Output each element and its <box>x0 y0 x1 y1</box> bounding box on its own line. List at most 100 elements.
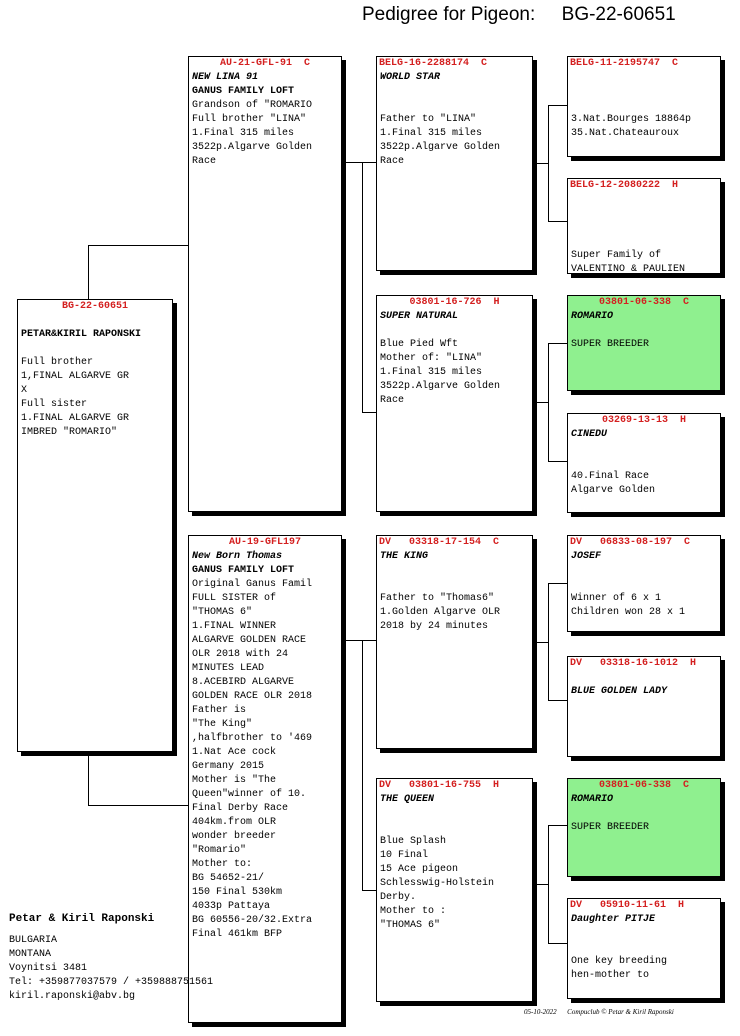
info-line: 1.FINAL WINNER <box>192 621 277 632</box>
connector <box>362 162 363 412</box>
pigeon-card-mm[interactable]: DV 03801-16-755 H THE QUEEN Blue Splash … <box>376 778 533 1002</box>
pigeon-name: ROMARIO <box>571 794 614 805</box>
ring-number: DV 05910-11-61 H <box>570 900 685 911</box>
info-line: Grandson of "ROMARIO <box>192 100 313 111</box>
info-line: 4033p Pattaya <box>192 901 271 912</box>
connector <box>533 642 548 643</box>
pigeon-name: New Born Thomas <box>192 551 283 562</box>
ring-number: DV 06833-08-197 C <box>570 537 691 548</box>
pigeon-card-fmm[interactable]: 03269-13-13 H CINEDU 40.Final Race Algar… <box>567 413 721 513</box>
pigeon-card-father[interactable]: AU-21-GFL-91 C NEW LINA 91 GANUS FAMILY … <box>188 56 342 512</box>
pigeon-card-mfm[interactable]: DV 03318-16-1012 H BLUE GOLDEN LADY <box>567 656 721 757</box>
info-line: Father to "LINA" <box>380 114 477 125</box>
info-line: FULL SISTER of <box>192 593 277 604</box>
info-line: MINUTES LEAD <box>192 663 265 674</box>
connector <box>533 163 548 164</box>
page-title: Pedigree for Pigeon: BG-22-60651 <box>362 4 676 25</box>
info-line: "THOMAS 6" <box>192 607 253 618</box>
connector <box>362 640 363 890</box>
connector <box>342 640 376 641</box>
pigeon-card-mmm[interactable]: DV 05910-11-61 H Daughter PITJE One key … <box>567 898 721 999</box>
info-line: Winner of 6 x 1 <box>571 593 662 604</box>
info-line: 10 Final <box>380 850 429 861</box>
info-line: BG 60556-20/32.Extra <box>192 915 313 926</box>
pigeon-name: WORLD STAR <box>380 72 441 83</box>
info-line: Germany 2015 <box>192 761 265 772</box>
info-line: Race <box>380 395 405 406</box>
ring-number: DV 03318-16-1012 H <box>570 658 697 669</box>
info-line: Original Ganus Famil <box>192 579 313 590</box>
info-line: 1.Final 315 miles <box>380 367 483 378</box>
connector <box>533 402 548 403</box>
connector <box>548 825 549 943</box>
info-line: Super Family of <box>571 250 662 261</box>
connector <box>362 412 376 413</box>
connector <box>548 583 549 700</box>
ring-number: 03269-13-13 H <box>601 415 686 426</box>
town: Voynitsi 3481 <box>9 963 88 974</box>
info-line: Children won 28 x 1 <box>571 607 686 618</box>
phone: Tel: +359877037579 / +359888751561 <box>9 977 214 988</box>
info-line: Final 461km BFP <box>192 929 283 940</box>
info-line: SUPER BREEDER <box>571 339 650 350</box>
info-line: GOLDEN RACE OLR 2018 <box>192 691 313 702</box>
info-line: Blue Pied Wft <box>380 339 459 350</box>
info-line: wonder breeder <box>192 831 277 842</box>
pigeon-card-fm[interactable]: 03801-16-726 H SUPER NATURAL Blue Pied W… <box>376 295 533 512</box>
info-line: 1,FINAL ALGARVE GR <box>21 371 130 382</box>
info-line: BG 54652-21/ <box>192 873 265 884</box>
info-line: 1.Final 315 miles <box>380 128 483 139</box>
pigeon-card-ffm[interactable]: BELG-12-2080222 H Super Family of VALENT… <box>567 178 721 274</box>
ring-number: AU-19-GFL197 <box>228 537 301 548</box>
pigeon-card-mother[interactable]: AU-19-GFL197 New Born Thomas GANUS FAMIL… <box>188 535 342 1023</box>
pigeon-name: CINEDU <box>571 429 608 440</box>
info-line: Race <box>192 156 217 167</box>
info-line: Derby. <box>380 892 417 903</box>
info-line: 150 Final 530km <box>192 887 283 898</box>
info-line: Blue Splash <box>380 836 447 847</box>
pigeon-card-subject[interactable]: BG-22-60651 PETAR&KIRIL RAPONSKI Full br… <box>17 299 173 752</box>
pigeon-name: THE KING <box>380 551 429 562</box>
info-line: Schlesswig-Holstein <box>380 878 495 889</box>
ring-number: BELG-11-2195747 C <box>570 58 679 69</box>
region: MONTANA <box>9 949 52 960</box>
info-line: Mother is "The <box>192 775 277 786</box>
info-line: Final Derby Race <box>192 803 289 814</box>
info-line: IMBRED "ROMARIO" <box>21 427 118 438</box>
connector <box>548 343 567 344</box>
ring-number: AU-21-GFL-91 C <box>219 58 310 69</box>
info-line: 3522p.Algarve Golden <box>192 142 313 153</box>
connector <box>548 461 567 462</box>
email[interactable]: kiril.raponski@abv.bg <box>9 991 136 1002</box>
pigeon-name: BLUE GOLDEN LADY <box>571 686 668 697</box>
breeder-name: Petar & Kiril Raponski <box>9 913 155 925</box>
pigeon-card-mf[interactable]: DV 03318-17-154 C THE KING Father to "Th… <box>376 535 533 749</box>
info-line: Queen"winner of 10. <box>192 789 307 800</box>
connector <box>342 162 376 163</box>
ring-number: DV 03801-16-755 H <box>379 780 500 791</box>
pigeon-name: SUPER NATURAL <box>380 311 459 322</box>
owner-name: GANUS FAMILY LOFT <box>192 86 295 97</box>
info-line: Father is <box>192 705 247 716</box>
info-line: Mother of: "LINA" <box>380 353 483 364</box>
pigeon-name: ROMARIO <box>571 311 614 322</box>
pigeon-card-mff[interactable]: DV 06833-08-197 C JOSEF Winner of 6 x 1 … <box>567 535 721 632</box>
connector <box>88 245 188 246</box>
info-line: 40.Final Race <box>571 471 650 482</box>
info-line: 3522p.Algarve Golden <box>380 142 501 153</box>
info-line: 1.Golden Algarve OLR <box>380 607 501 618</box>
country: BULGARIA <box>9 935 58 946</box>
pigeon-card-mmf[interactable]: 03801-06-338 C ROMARIO SUPER BREEDER <box>567 778 721 877</box>
pigeon-card-fmf[interactable]: 03801-06-338 C ROMARIO SUPER BREEDER <box>567 295 721 391</box>
owner-name: PETAR&KIRIL RAPONSKI <box>21 329 142 340</box>
connector <box>88 805 188 806</box>
ring-number: BELG-12-2080222 H <box>570 180 679 191</box>
connector <box>548 343 549 461</box>
info-line: 3.Nat.Bourges 18864p <box>571 114 692 125</box>
pigeon-card-ff[interactable]: BELG-16-2288174 C WORLD STAR Father to "… <box>376 56 533 271</box>
pigeon-name: THE QUEEN <box>380 794 435 805</box>
connector <box>548 105 549 221</box>
info-line: Mother to: <box>192 859 253 870</box>
info-line: ,halfbrother to '469 <box>192 733 313 744</box>
pigeon-card-fff[interactable]: BELG-11-2195747 C 3.Nat.Bourges 18864p 3… <box>567 56 721 157</box>
